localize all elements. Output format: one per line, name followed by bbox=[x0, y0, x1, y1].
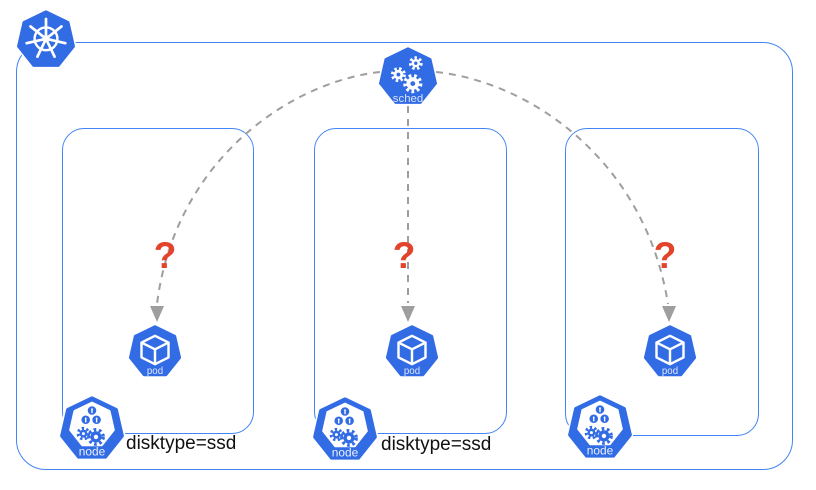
gears-glyph bbox=[390, 56, 423, 94]
pod-icon-2: pod bbox=[385, 325, 439, 379]
node-label: node bbox=[587, 443, 614, 457]
node-box-3 bbox=[565, 128, 759, 436]
node-icon-2: node bbox=[312, 397, 378, 463]
question-mark-1: ? bbox=[153, 235, 177, 276]
annotation-disktype-2: disktype=ssd bbox=[381, 434, 492, 455]
annotation-disktype-1: disktype=ssd bbox=[126, 433, 237, 454]
cluster-boundary bbox=[16, 42, 793, 470]
question-mark-3: ? bbox=[653, 235, 677, 276]
node-label: node bbox=[332, 445, 359, 459]
pod-icon-1: pod bbox=[128, 325, 182, 379]
pod-icon-3: pod bbox=[643, 325, 697, 379]
pod-label: pod bbox=[662, 366, 678, 377]
node-icon-1: node bbox=[59, 396, 125, 462]
node-box-1 bbox=[62, 128, 254, 434]
scheduler-icon: sched bbox=[378, 47, 438, 107]
scheduler-label: sched bbox=[393, 93, 423, 105]
question-mark-2: ? bbox=[392, 235, 416, 276]
kubernetes-logo-icon bbox=[16, 10, 76, 70]
node-label: node bbox=[79, 444, 106, 458]
pod-label: pod bbox=[404, 366, 420, 377]
cube-glyph bbox=[140, 334, 170, 366]
cube-glyph bbox=[655, 334, 685, 366]
node-icon-3: node bbox=[567, 395, 633, 461]
node-box-2 bbox=[314, 128, 507, 434]
instances-glyph bbox=[329, 407, 358, 447]
pod-label: pod bbox=[147, 366, 163, 377]
cube-glyph bbox=[397, 334, 427, 366]
instances-glyph bbox=[584, 405, 613, 445]
